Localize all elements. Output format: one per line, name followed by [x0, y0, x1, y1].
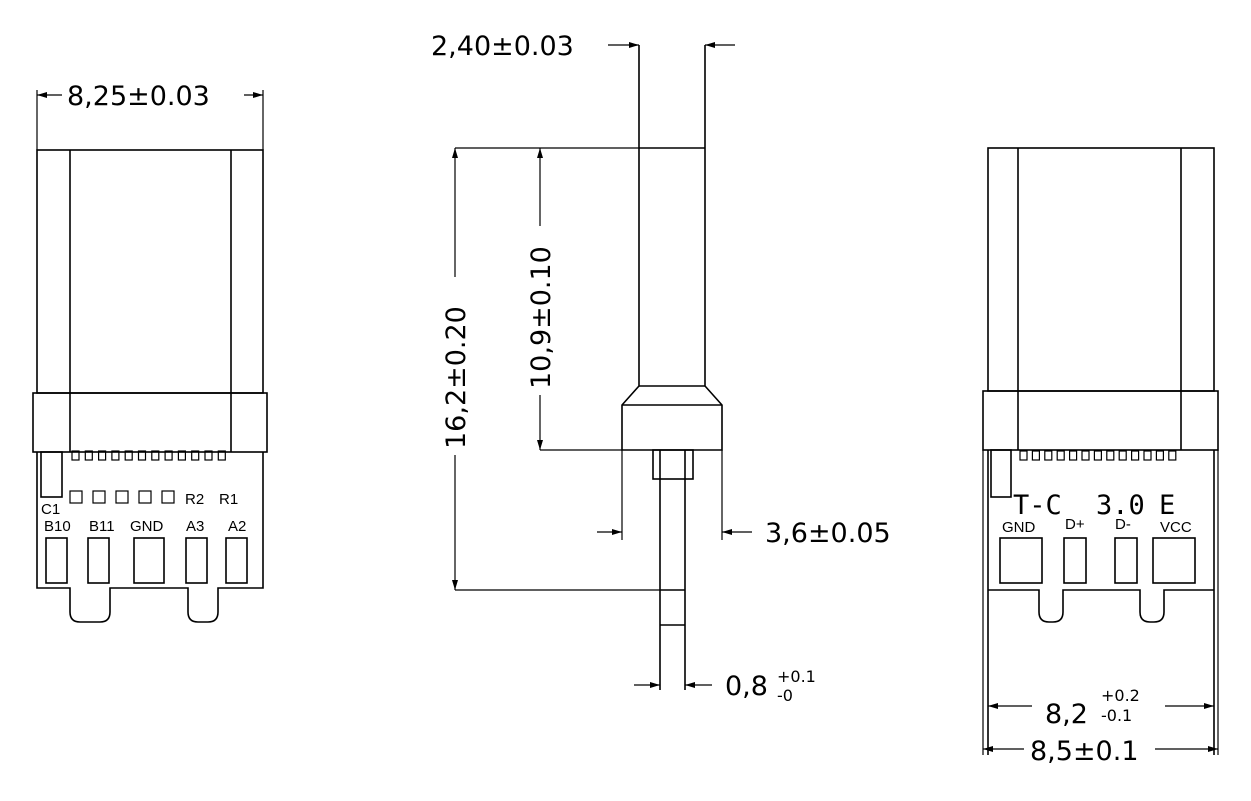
contact-pin	[1093, 450, 1103, 461]
pcb-clamp	[652, 449, 694, 480]
solder-pad	[1152, 537, 1196, 584]
contact-pin	[204, 450, 213, 461]
contact-pin-row	[71, 450, 226, 461]
left-housing	[36, 149, 264, 394]
arrowhead	[537, 440, 543, 450]
resistor-pad	[138, 490, 152, 504]
dim-length-10-9: 10,9±0.10	[526, 246, 557, 389]
dim-overall-width-8-5: 8,5±0.1	[1030, 736, 1139, 767]
solder-pad	[999, 537, 1043, 584]
dim-thickness-2-40: 2,40±0.03	[431, 31, 574, 62]
side-view: 2,40±0.03 16,2±0.20 10,9±0.10 3,6±0.05 0…	[431, 31, 891, 705]
contact-pin	[84, 450, 93, 461]
dim-pcb-width-tol-minus: -0.1	[1101, 706, 1132, 725]
dim-pcb-tol-plus: +0.1	[777, 667, 816, 686]
contact-pin	[1143, 450, 1152, 461]
contact-pin	[124, 450, 133, 461]
pad-label-gnd: GND	[130, 518, 164, 535]
dim-width-8-25: 8,25±0.03	[67, 81, 210, 112]
resistor-pad	[92, 490, 106, 504]
contact-pin	[217, 450, 226, 461]
marking-tc: T-C	[1013, 490, 1062, 521]
solder-pad	[87, 537, 110, 584]
solder-pad	[185, 537, 208, 584]
arrowhead	[452, 580, 458, 590]
contact-pin	[177, 450, 186, 461]
pad-label-gnd: GND	[1002, 519, 1036, 536]
left-pcb-outline	[36, 452, 264, 623]
solder-pad	[1063, 537, 1087, 584]
contact-pin	[1056, 450, 1065, 461]
right-housing	[987, 147, 1215, 392]
contact-pin	[1031, 450, 1041, 461]
resistor-pad-row	[69, 490, 175, 504]
label-c1: C1	[41, 501, 60, 518]
contact-pin	[164, 450, 173, 461]
arrowhead	[452, 148, 458, 158]
contact-pin	[151, 450, 160, 461]
marking-e: E	[1159, 490, 1175, 521]
contact-pin	[1044, 450, 1053, 461]
contact-pin	[1155, 450, 1165, 461]
label-r2: R2	[185, 491, 204, 508]
contact-pin	[1130, 450, 1140, 461]
arrowhead	[37, 92, 47, 98]
solder-pad	[45, 537, 68, 584]
solder-pad	[1114, 537, 1138, 584]
arrowhead	[685, 682, 695, 688]
dim-length-16-2: 16,2±0.20	[441, 306, 472, 449]
arrowhead	[988, 703, 998, 709]
dim-pcb-0-8: 0,8	[725, 671, 768, 702]
contact-pin	[1019, 450, 1028, 461]
resistor-pad	[69, 490, 83, 504]
marking-version: 3.0	[1096, 490, 1145, 521]
left-view: C1 R2 R1 B10 B11 GND A3 A2 8,25±0.03	[32, 81, 268, 623]
label-r1: R1	[219, 491, 238, 508]
arrowhead	[650, 682, 660, 688]
pad-label-vcc: VCC	[1160, 519, 1192, 536]
pad-label-dplus: D+	[1065, 516, 1085, 533]
right-view: T-C 3.0 E GND D+ D- VCC 8,2 +0.2 -0.1 8,…	[982, 147, 1219, 767]
dim-width-3-6: 3,6±0.05	[765, 518, 891, 549]
right-collar	[982, 390, 1219, 451]
pad-label-b11: B11	[89, 518, 115, 535]
arrowhead	[1204, 703, 1214, 709]
contact-pin-row	[1019, 450, 1177, 461]
contact-pin	[1118, 450, 1127, 461]
pad-label-a3: A3	[186, 518, 204, 535]
contact-pin	[191, 450, 200, 461]
contact-pin	[97, 450, 107, 461]
dim-pcb-width-tol-plus: +0.2	[1101, 686, 1140, 705]
arrowhead	[253, 92, 263, 98]
contact-pin	[1081, 450, 1090, 461]
pad-label-a2: A2	[228, 518, 246, 535]
arrowhead	[537, 148, 543, 158]
contact-pin	[1068, 450, 1078, 461]
contact-pin	[111, 450, 120, 461]
pad-label-b10: B10	[44, 518, 71, 535]
solder-pad	[225, 537, 248, 584]
resistor-pad	[115, 490, 129, 504]
contact-pin	[137, 450, 147, 461]
side-shell	[621, 45, 723, 451]
solder-pad	[133, 537, 165, 584]
arrowhead	[705, 42, 715, 48]
dim-pcb-width-8-2: 8,2	[1045, 699, 1088, 730]
right-pcb-outline	[987, 450, 1215, 755]
arrowhead	[629, 42, 639, 48]
contact-pin	[71, 450, 80, 461]
arrowhead	[1208, 746, 1218, 752]
contact-pin	[1106, 450, 1115, 461]
pad-label-dminus: D-	[1115, 516, 1131, 533]
dim-pcb-tol-minus: -0	[777, 686, 793, 705]
resistor-pad	[161, 490, 175, 504]
contact-pin	[1168, 450, 1177, 461]
left-collar	[32, 392, 268, 453]
arrowhead	[612, 529, 622, 535]
capacitor-c1	[40, 451, 63, 498]
right-component	[990, 449, 1012, 498]
arrowhead	[983, 746, 993, 752]
arrowhead	[722, 529, 732, 535]
